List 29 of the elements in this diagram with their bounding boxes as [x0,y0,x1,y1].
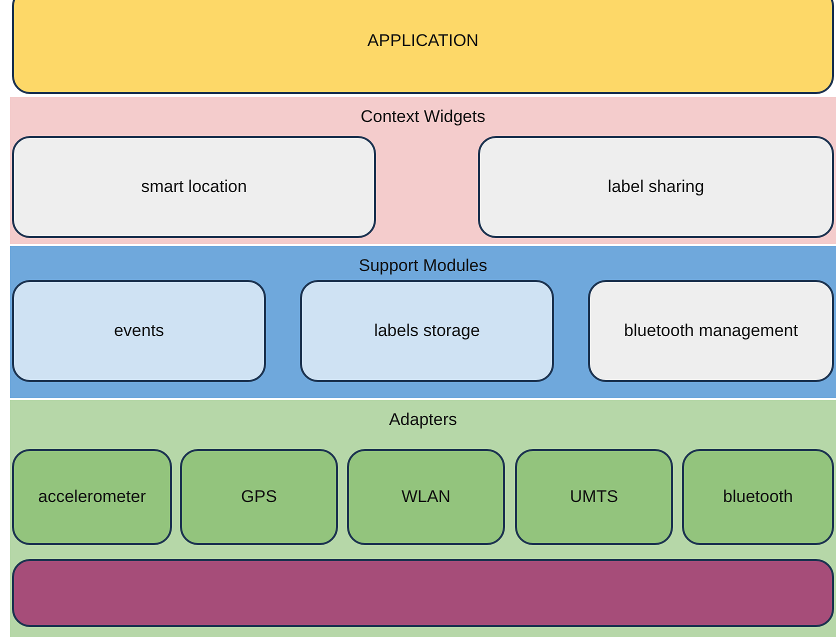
module-box [478,136,834,238]
module-label: smart location [141,177,247,197]
layer-title: Adapters [388,410,458,430]
module-box [588,280,834,382]
module-box [12,136,376,238]
module-box [515,449,673,545]
module-label: events [114,321,164,341]
module-label: accelerometer [38,487,146,507]
module-box [12,0,834,94]
module-label: labels storage [374,321,480,341]
platform-box [12,559,834,627]
module-label: GPS [241,487,277,507]
module-box [682,449,834,545]
module-label: UMTS [570,487,618,507]
module-label: WLAN [401,487,451,507]
module-box [300,280,554,382]
module-label: bluetooth management [624,321,798,341]
module-label: bluetooth [723,487,793,507]
module-label: label sharing [608,177,704,197]
layer-band [10,400,836,637]
module-box [347,449,505,545]
module-box [12,280,266,382]
layer-title: Support Modules [358,256,488,276]
layer-band [10,97,836,244]
layer-title: Context Widgets [360,107,486,127]
module-box [12,449,172,545]
layer-band [10,246,836,398]
module-box [180,449,338,545]
module-label: APPLICATION [367,31,479,51]
